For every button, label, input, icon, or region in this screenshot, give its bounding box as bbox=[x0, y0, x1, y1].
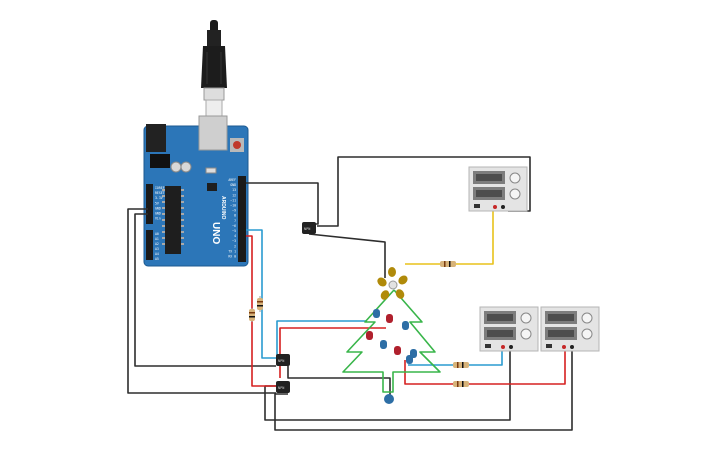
digital-pin-label: ~3 bbox=[232, 239, 236, 243]
led-blue-5[interactable] bbox=[406, 355, 413, 364]
psu2-current-knob[interactable] bbox=[520, 328, 532, 340]
power-supply-3[interactable] bbox=[540, 306, 600, 352]
digital-pin-label: ~11 bbox=[230, 198, 236, 202]
power-supply-2[interactable] bbox=[479, 306, 539, 352]
digital-pin-label: ~10 bbox=[230, 204, 236, 208]
power-pin-label: GND bbox=[155, 206, 161, 210]
digital-pin-label: 13 bbox=[232, 188, 236, 192]
tree-outline-wire[interactable] bbox=[342, 289, 441, 393]
digital-pin-label: AREF bbox=[228, 178, 236, 182]
led-red-3[interactable] bbox=[394, 346, 401, 355]
wire-blue-transistor2-to-tree[interactable] bbox=[276, 320, 367, 358]
digital-pin-label: 4 bbox=[234, 234, 236, 238]
led-star-cluster[interactable] bbox=[376, 267, 410, 301]
resistor-1[interactable] bbox=[257, 296, 263, 312]
transistor-2-label: NPN bbox=[278, 359, 284, 363]
psu1-current-knob[interactable] bbox=[509, 188, 521, 200]
digital-header[interactable] bbox=[238, 176, 246, 262]
digital-pin-label: 8 bbox=[234, 214, 236, 218]
leds[interactable] bbox=[366, 267, 417, 404]
transistor-3-label: NPN bbox=[278, 386, 284, 390]
power-pin-label: 3.3V bbox=[155, 196, 163, 200]
psu3-voltage-knob[interactable] bbox=[581, 312, 593, 324]
digital-pin-label: 7 bbox=[234, 219, 236, 223]
digital-pin-label: ~9 bbox=[232, 209, 236, 213]
digital-pin-label: GND bbox=[230, 183, 236, 187]
psu3-current-knob[interactable] bbox=[581, 328, 593, 340]
wire-black-pin-to-transistor1[interactable] bbox=[246, 182, 319, 225]
analog-pin-label: A3 bbox=[155, 247, 159, 251]
resistor-3[interactable] bbox=[440, 261, 456, 267]
led-blue-3[interactable] bbox=[380, 340, 387, 349]
reset-button-icon[interactable] bbox=[233, 141, 241, 149]
transistor-1[interactable]: NPN bbox=[302, 222, 316, 234]
power-header[interactable] bbox=[146, 184, 153, 224]
led-trunk-blue[interactable] bbox=[384, 394, 394, 404]
wire-black-transistor1-to-led-yellow[interactable] bbox=[308, 233, 386, 278]
power-supply-1[interactable] bbox=[468, 166, 528, 212]
power-pin-label: GND bbox=[155, 212, 161, 216]
analog-pin-label: A5 bbox=[155, 257, 159, 261]
usb-cable-icon[interactable] bbox=[201, 20, 227, 117]
analog-pin-label: A1 bbox=[155, 237, 159, 241]
analog-pin-label: A0 bbox=[155, 232, 159, 236]
wire-blue-pin-to-transistor2[interactable] bbox=[246, 229, 276, 359]
wire-black-gnd-to-transistor2[interactable] bbox=[134, 213, 276, 367]
transistor-1-label: NPN bbox=[304, 227, 310, 231]
wire-black-gnd-to-transistor3[interactable] bbox=[127, 208, 276, 394]
resistors[interactable] bbox=[249, 261, 469, 387]
psu2-voltage-knob[interactable] bbox=[520, 312, 532, 324]
board-model: UNO bbox=[210, 222, 221, 244]
led-red-2[interactable] bbox=[366, 331, 373, 340]
psu1-voltage-knob[interactable] bbox=[509, 172, 521, 184]
microcontroller-chip bbox=[165, 186, 181, 254]
digital-pin-label: 12 bbox=[232, 193, 236, 197]
usb-socket bbox=[198, 115, 228, 151]
power-pin-label: Vin bbox=[155, 217, 161, 221]
analog-header[interactable] bbox=[146, 230, 153, 260]
led-blue-1[interactable] bbox=[373, 309, 380, 318]
digital-pin-label: ~5 bbox=[232, 229, 236, 233]
digital-pin-label: 2 bbox=[234, 244, 236, 248]
wire-yellow-psu1[interactable] bbox=[405, 211, 494, 265]
led-blue-2[interactable] bbox=[402, 321, 409, 330]
wire-black-transistor3-to-psu3[interactable] bbox=[274, 347, 573, 431]
analog-pin-label: A2 bbox=[155, 242, 159, 246]
resistor-4[interactable] bbox=[453, 362, 469, 368]
wire-black-transistor2-to-tree[interactable] bbox=[287, 366, 391, 396]
transistors[interactable]: NPN NPN NPN bbox=[276, 222, 316, 393]
voltage-regulator bbox=[150, 154, 170, 168]
digital-pin-label: RX 0 bbox=[228, 255, 236, 259]
power-pin-label: RESET bbox=[155, 191, 165, 195]
transistor-3[interactable]: NPN bbox=[276, 381, 290, 393]
power-jack bbox=[146, 124, 166, 152]
digital-pin-label: ~6 bbox=[232, 224, 236, 228]
power-pin-label: 5V bbox=[155, 201, 159, 205]
christmas-tree[interactable] bbox=[342, 289, 441, 393]
transistor-2[interactable]: NPN bbox=[276, 354, 290, 366]
wires[interactable] bbox=[127, 156, 573, 431]
digital-pin-label: TX 1 bbox=[228, 249, 236, 253]
resistor-5[interactable] bbox=[453, 381, 469, 387]
board-brand: ARDUINO bbox=[220, 196, 226, 219]
power-pin-label: IOREF bbox=[155, 186, 165, 190]
resistor-2[interactable] bbox=[249, 308, 255, 322]
analog-pin-label: A4 bbox=[155, 252, 159, 256]
led-red-1[interactable] bbox=[386, 314, 393, 323]
